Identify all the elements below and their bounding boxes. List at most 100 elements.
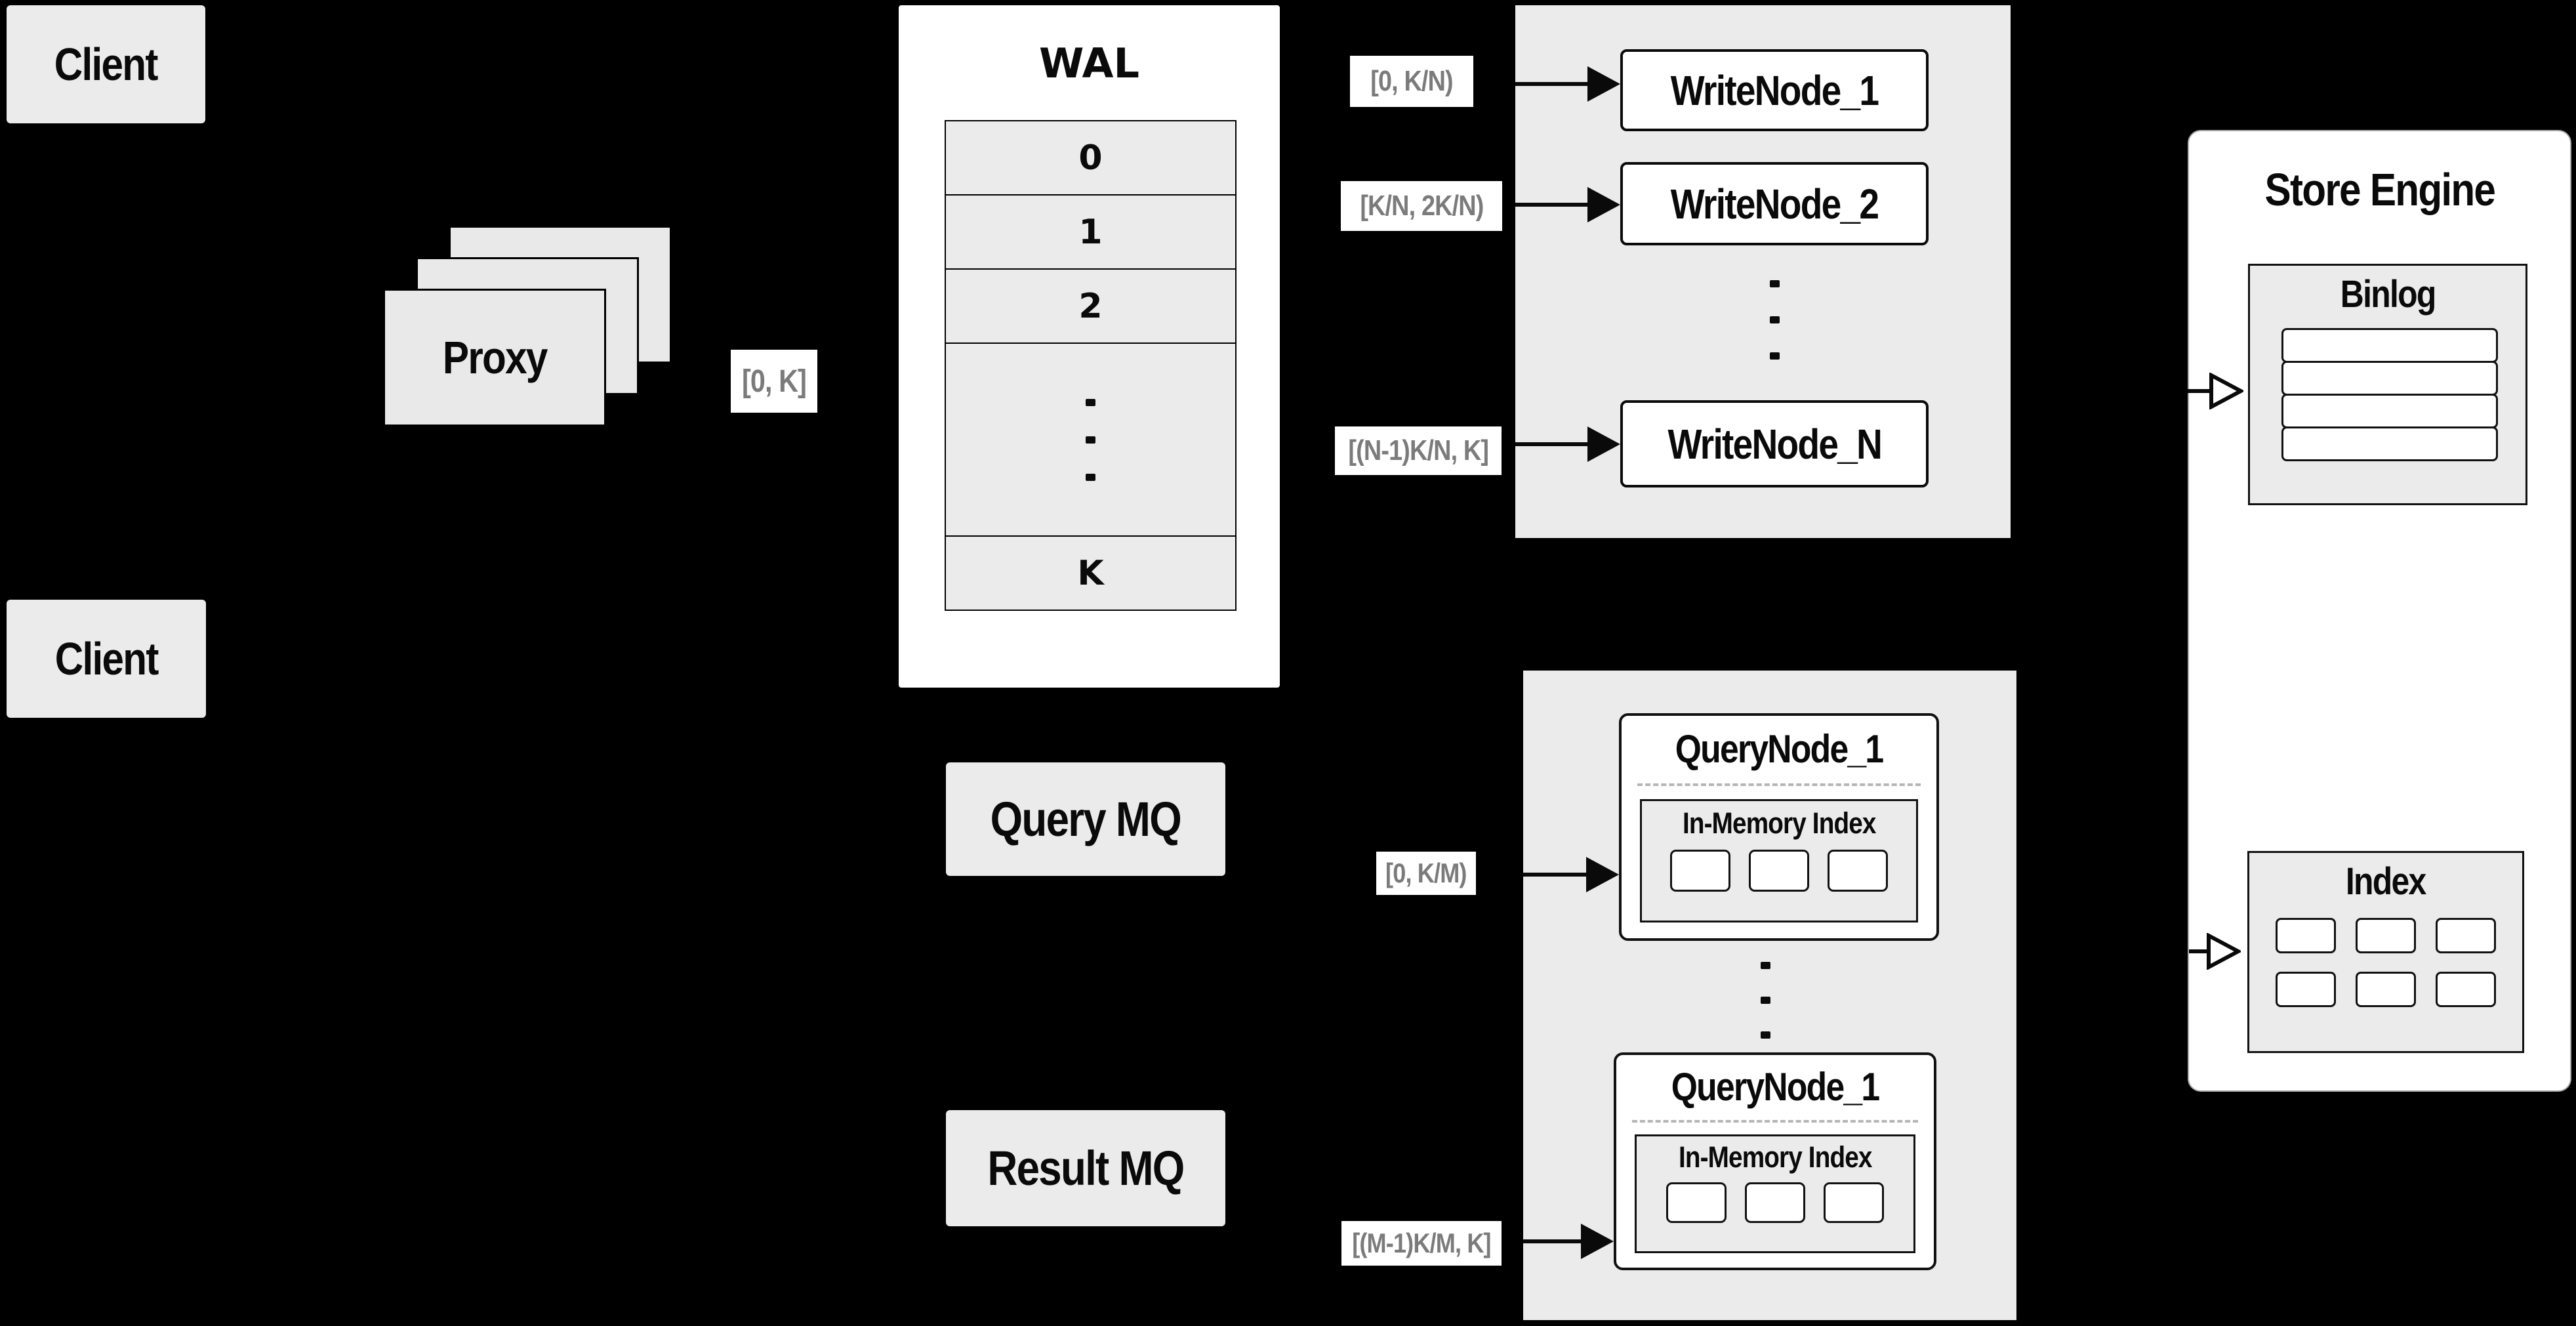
range-chip-write-n-label: [(N-1)K/N, K] xyxy=(1348,434,1489,466)
open-arrowhead-index-icon xyxy=(2207,933,2241,970)
arrow-to-binlog xyxy=(2188,389,2214,393)
query-mq-label: Query MQ xyxy=(990,792,1182,846)
range-chip-write-n: [(N-1)K/N, K] xyxy=(1335,426,1502,475)
wal-slot-table: 0 1 2 K xyxy=(945,120,1237,611)
index-chip xyxy=(2356,918,2416,953)
range-chip-query-m: [(M-1)K/M, K] xyxy=(1341,1221,1502,1266)
writenode-n: WriteNode_N xyxy=(1620,400,1929,487)
arrow-to-index xyxy=(2189,949,2213,953)
wal-box: WAL 0 1 2 K xyxy=(897,4,1281,689)
open-arrowhead-binlog-icon xyxy=(2209,373,2243,409)
querynode-ellipsis xyxy=(1761,959,1770,1041)
segment-chip xyxy=(1749,850,1809,892)
in-memory-index-title-row: In-Memory Index xyxy=(1642,806,1916,840)
segment-chip-row xyxy=(1642,850,1916,892)
arrow-to-writenode-n xyxy=(1515,442,1591,446)
segment-chip xyxy=(1745,1182,1805,1223)
index-chip xyxy=(2436,918,2496,953)
arrowhead-writenode-2-icon xyxy=(1587,187,1620,222)
arrow-to-writenode-1 xyxy=(1515,82,1591,86)
range-chip-0-k: [0, K] xyxy=(731,350,817,413)
segment-chip-row xyxy=(1637,1182,1913,1223)
range-chip-query-m-label: [(M-1)K/M, K] xyxy=(1352,1228,1491,1258)
wal-title-row: WAL xyxy=(899,37,1280,89)
client-node-top: Client xyxy=(7,5,205,123)
wal-slot-1-label: 1 xyxy=(1078,212,1103,252)
writenode-2-label: WriteNode_2 xyxy=(1670,180,1879,228)
proxy-node: Proxy xyxy=(383,289,606,426)
range-chip-query-1-label: [0, K/M) xyxy=(1385,858,1467,888)
arrowhead-writenode-n-icon xyxy=(1587,426,1620,462)
binlog-row xyxy=(2281,328,2498,363)
index-title-row: Index xyxy=(2249,860,2522,903)
range-chip-write-1: [0, K/N) xyxy=(1350,56,1473,107)
ellipsis-dot xyxy=(1086,473,1095,481)
binlog-box: Binlog xyxy=(2248,264,2527,505)
querynode-top: QueryNode_1 In-Memory Index xyxy=(1619,713,1939,941)
querynode-bottom: QueryNode_1 In-Memory Index xyxy=(1614,1052,1936,1270)
ellipsis-dot xyxy=(1770,280,1780,287)
arrowhead-querynode-1-icon xyxy=(1586,857,1619,892)
querynode-bottom-title-row: QueryNode_1 xyxy=(1616,1064,1934,1109)
arrow-to-querynode-1 xyxy=(1523,873,1590,877)
index-chip-row xyxy=(2249,972,2522,1007)
writenode-1-label: WriteNode_1 xyxy=(1670,66,1879,114)
client-top-label: Client xyxy=(54,39,159,90)
in-memory-index-box-top: In-Memory Index xyxy=(1640,799,1918,922)
range-chip-write-1-label: [0, K/N) xyxy=(1370,65,1453,97)
dashed-divider xyxy=(1637,783,1921,786)
wal-slot-0-label: 0 xyxy=(1078,138,1103,178)
store-engine-title-row: Store Engine xyxy=(2189,160,2570,219)
wal-slot-ellipsis xyxy=(945,342,1237,537)
arrow-to-writenode-2 xyxy=(1515,203,1591,207)
writenode-ellipsis xyxy=(1770,279,1780,361)
wal-slot-2: 2 xyxy=(945,268,1237,344)
ellipsis-dot xyxy=(1761,962,1770,969)
wal-slot-1: 1 xyxy=(945,194,1237,270)
proxy-label: Proxy xyxy=(442,332,548,383)
querynode-bottom-title: QueryNode_1 xyxy=(1671,1065,1880,1109)
client-node-bottom: Client xyxy=(7,600,206,718)
index-chip xyxy=(2276,918,2336,953)
arrowhead-querynode-2-icon xyxy=(1581,1224,1614,1259)
ellipsis-dot xyxy=(1086,436,1095,444)
index-chip xyxy=(2356,972,2416,1007)
in-memory-index-title: In-Memory Index xyxy=(1678,1140,1872,1174)
ellipsis-dot xyxy=(1761,1031,1770,1039)
store-engine-box: Store Engine Binlog Index xyxy=(2188,130,2571,1092)
result-mq-label: Result MQ xyxy=(987,1141,1185,1195)
segment-chip xyxy=(1670,850,1730,892)
index-box: Index xyxy=(2247,851,2524,1053)
client-bottom-label: Client xyxy=(54,633,159,684)
index-title: Index xyxy=(2346,860,2426,903)
binlog-row-stack xyxy=(2281,328,2498,461)
writenode-n-label: WriteNode_N xyxy=(1667,420,1882,468)
writenode-2: WriteNode_2 xyxy=(1620,162,1929,245)
writenode-1: WriteNode_1 xyxy=(1620,49,1929,131)
segment-chip xyxy=(1828,850,1888,892)
binlog-title-row: Binlog xyxy=(2250,272,2525,316)
range-chip-write-2-label: [K/N, 2K/N) xyxy=(1359,190,1484,222)
index-chip xyxy=(2276,972,2336,1007)
range-chip-query-1: [0, K/M) xyxy=(1376,852,1476,895)
binlog-row xyxy=(2281,426,2498,461)
ellipsis-dot xyxy=(1086,398,1095,406)
range-chip-0-k-label: [0, K] xyxy=(741,363,807,399)
ellipsis-dot xyxy=(1761,997,1770,1004)
binlog-row xyxy=(2281,361,2498,396)
range-chip-write-2: [K/N, 2K/N) xyxy=(1341,181,1502,231)
in-memory-index-title-row: In-Memory Index xyxy=(1637,1140,1913,1174)
index-chip xyxy=(2436,972,2496,1007)
result-mq-node: Result MQ xyxy=(946,1110,1225,1226)
segment-chip xyxy=(1666,1182,1727,1223)
in-memory-index-title: In-Memory Index xyxy=(1682,806,1876,840)
arrowhead-writenode-1-icon xyxy=(1587,66,1620,102)
wal-slot-0: 0 xyxy=(945,120,1237,196)
query-mq-node: Query MQ xyxy=(946,762,1225,876)
wal-slot-k-label: K xyxy=(1077,553,1104,593)
wal-title: WAL xyxy=(1038,39,1140,87)
in-memory-index-box-bottom: In-Memory Index xyxy=(1635,1134,1915,1253)
querynode-top-title-row: QueryNode_1 xyxy=(1622,726,1936,772)
store-engine-title: Store Engine xyxy=(2264,164,2495,215)
arrow-to-querynode-2 xyxy=(1523,1239,1585,1243)
